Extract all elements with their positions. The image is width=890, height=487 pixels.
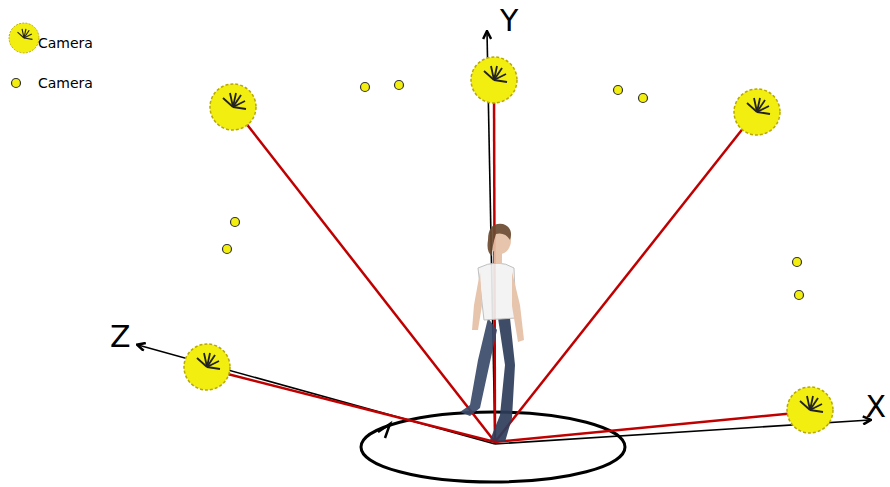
axis-label: X: [865, 392, 886, 422]
axes: [138, 32, 870, 444]
legend-text: Camera: [38, 36, 93, 50]
legend-camera-icon: [9, 23, 39, 53]
axis-label: Z: [110, 322, 131, 352]
walking-person: [460, 224, 524, 442]
legend-camera-dot: [12, 79, 21, 88]
axis-label: Y: [500, 6, 518, 36]
camera-rays: [212, 84, 806, 442]
rotation-ellipse: [361, 412, 625, 482]
small-cameras: [223, 81, 804, 300]
legend-text: Camera: [38, 76, 93, 90]
rotation-arrow: [378, 424, 390, 438]
